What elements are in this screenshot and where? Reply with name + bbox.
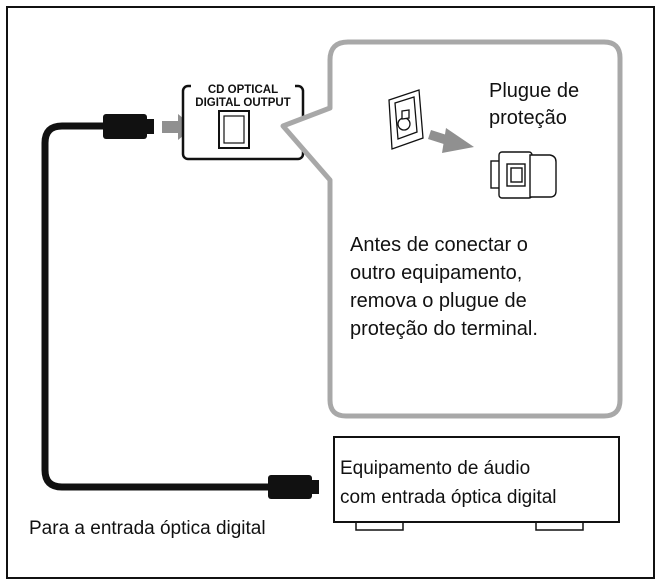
plug-label-line2: proteção	[489, 107, 567, 129]
cable-plug-top	[103, 114, 154, 139]
cable-plug-bottom	[268, 475, 319, 499]
terminal-label-line1: CD OPTICAL	[208, 84, 278, 96]
callout-bubble	[280, 39, 623, 419]
optical-port-icon	[218, 110, 250, 149]
remove-arrow-icon	[428, 128, 474, 153]
cable-caption: Para a entrada óptica digital	[29, 518, 266, 539]
protective-plug-icon	[490, 151, 557, 199]
equipment-box	[333, 436, 620, 523]
instruction-line-2: outro equipamento,	[350, 262, 522, 284]
terminal-label-line2: DIGITAL OUTPUT	[195, 97, 290, 109]
socket-icon	[388, 89, 424, 150]
equipment-label-line2: com entrada óptica digital	[340, 487, 557, 508]
instruction-line-3: remova o plugue de	[350, 290, 527, 312]
audio-equipment	[333, 436, 620, 531]
equipment-label-line1: Equipamento de áudio	[340, 458, 530, 479]
optical-cable	[41, 122, 272, 491]
terminal-label-bg	[191, 81, 295, 110]
instruction-line-1: Antes de conectar o	[350, 234, 528, 256]
instruction-line-4: proteção do terminal.	[350, 318, 538, 340]
plug-label-line1: Plugue de	[489, 80, 579, 102]
